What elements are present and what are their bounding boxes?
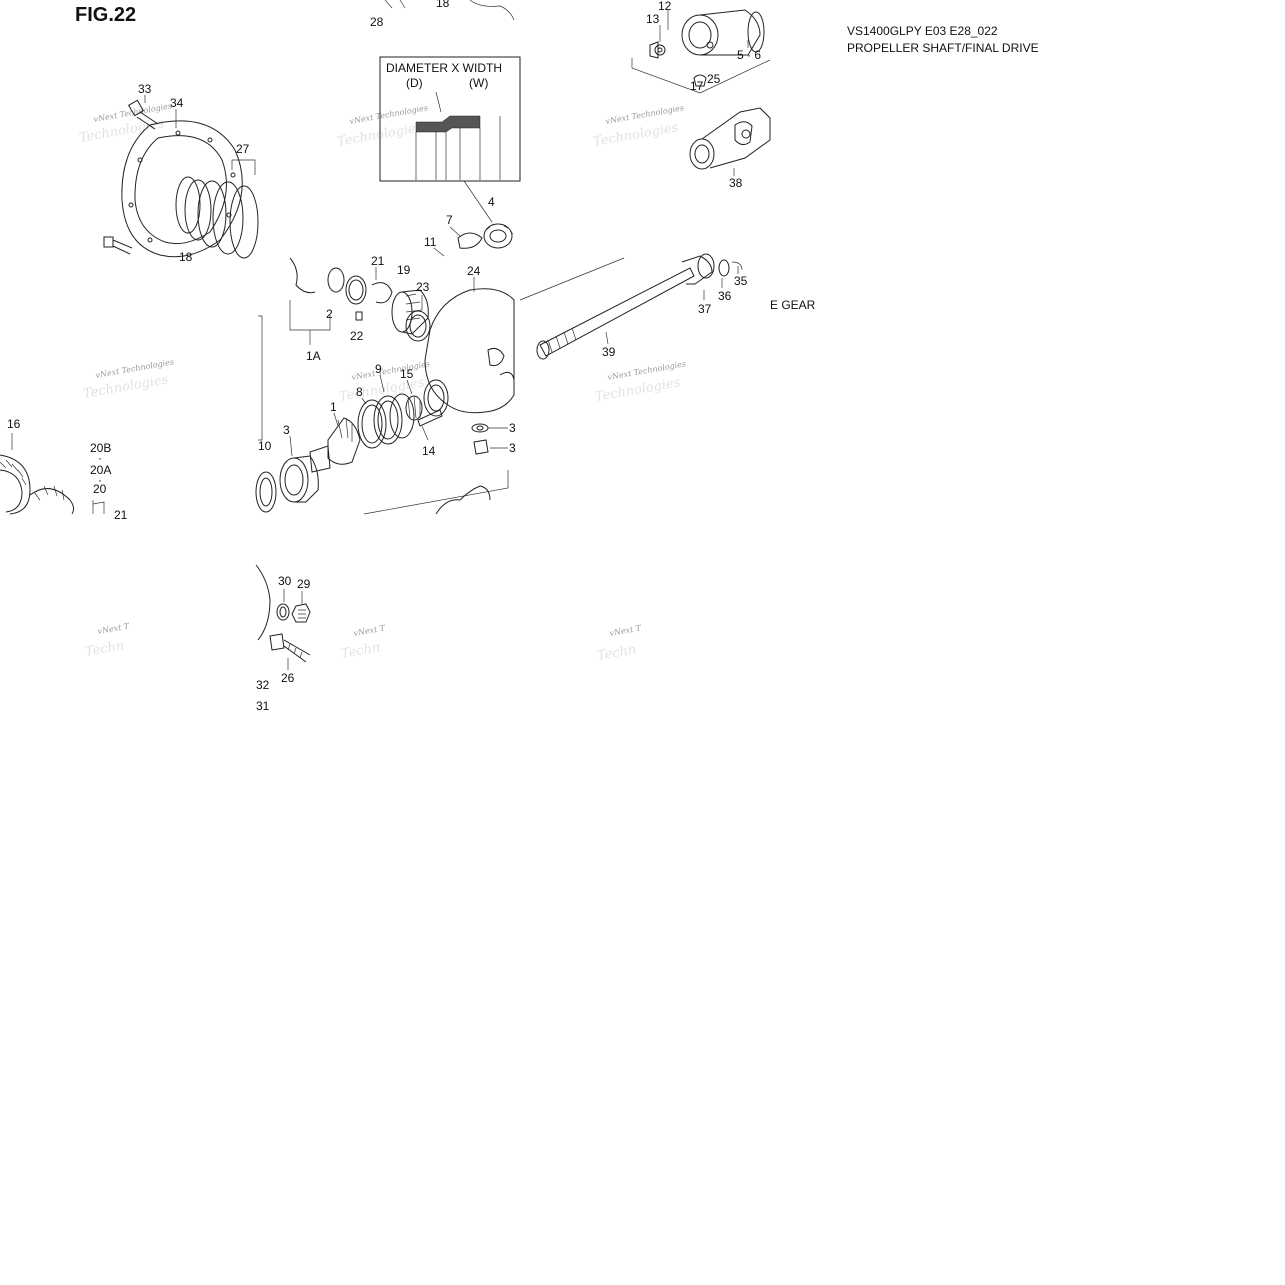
part-label: 20B xyxy=(90,441,111,455)
part-label: 15 xyxy=(400,367,414,381)
part-dot: · xyxy=(98,473,102,487)
figure-title: FIG.22 xyxy=(75,4,136,26)
part-label: 20 xyxy=(93,482,107,496)
part-label: 38 xyxy=(729,176,743,190)
part-label: 5 · 6 xyxy=(737,48,761,62)
housing-24-drawing xyxy=(424,277,515,414)
part-label: 8 xyxy=(356,385,363,399)
tile-inset: 28 18 DIAMETER X WIDTH (D) (W) 4 7 11 xyxy=(370,0,521,257)
part-label: 7 xyxy=(446,213,453,227)
part-label: 18 xyxy=(179,250,193,264)
part-label: 11 xyxy=(424,235,437,249)
tile-universal-joint: 12 13 5 · 6 25 17 38 xyxy=(631,0,771,190)
partial-gear-label: E GEAR xyxy=(770,298,816,312)
boot-17-drawing xyxy=(175,159,259,259)
part-label: 35 xyxy=(734,274,748,288)
tile-ring-gear: 16 20B · 20A · 20 21 xyxy=(0,417,128,522)
part-label: 13 xyxy=(646,12,660,26)
part-label: 3 xyxy=(509,421,516,435)
seal-23-drawing xyxy=(405,310,431,342)
part-label: 34 xyxy=(170,96,184,110)
part-label: 37 xyxy=(698,302,712,316)
bolt-lower-drawing xyxy=(103,236,133,255)
part-label: 16 xyxy=(7,417,21,431)
bolt-22-drawing xyxy=(355,311,363,321)
part-label: 22 xyxy=(350,329,364,343)
gear-16-drawing xyxy=(0,454,31,515)
tile-bearing-case: 33 34 27 xyxy=(103,82,259,259)
part-label: 29 xyxy=(297,577,311,591)
part-label: 21 xyxy=(371,254,385,268)
part-label: 18 xyxy=(436,0,450,10)
housing-edge-drawing xyxy=(255,564,271,641)
watermark-text: vNext T xyxy=(97,621,131,636)
part-label: 1A xyxy=(306,349,321,363)
gear-1a-edge xyxy=(289,257,316,294)
ring-9-drawing xyxy=(389,393,415,439)
part-label: 24 xyxy=(467,264,481,278)
bolt-27-drawing xyxy=(127,95,159,130)
watermark-big: Techn xyxy=(84,638,125,660)
gear-4-drawing xyxy=(483,223,514,249)
washer-30-drawing xyxy=(276,603,290,621)
section-name: PROPELLER SHAFT/FINAL DRIVE xyxy=(847,41,1039,55)
tile-drain-plugs: 30 29 26 32 31 xyxy=(255,564,311,713)
part-label: 21 xyxy=(114,508,128,522)
background-watermarks: Technologies Technologies Technologies T… xyxy=(78,116,682,664)
part-label: 36 xyxy=(718,289,732,303)
part-label: 4 xyxy=(488,195,495,209)
bolt-26-drawing xyxy=(269,633,311,670)
part-label: 17 xyxy=(690,79,704,93)
coupling-drawing xyxy=(631,9,771,94)
watermark-text: vNext T xyxy=(609,623,643,638)
part-dot: · xyxy=(98,451,102,465)
part-label: 12 xyxy=(658,0,672,13)
inset-diameter-label: (D) xyxy=(406,76,423,90)
part-label: 2 xyxy=(326,307,333,321)
part-label: 28 xyxy=(370,15,384,29)
watermark-labels: vNext Technologies vNext Technologies vN… xyxy=(93,101,687,638)
part-label: 1 xyxy=(330,400,337,414)
drive-shaft-39-drawing xyxy=(519,253,743,360)
pinion-1-drawing xyxy=(309,412,361,473)
inset-width-label: (W) xyxy=(469,76,488,90)
stud-14-drawing xyxy=(417,409,443,427)
plug-29-drawing xyxy=(291,591,311,623)
part-label: 10 xyxy=(258,439,272,453)
tile-final-gear-case: 1A 2 21 19 23 22 24 xyxy=(255,253,748,515)
part-label: 39 xyxy=(602,345,616,359)
watermark-text: vNext T xyxy=(353,623,387,638)
part-label: 14 xyxy=(422,444,436,458)
watermark-big: Techn xyxy=(340,640,381,662)
part-label: 26 xyxy=(281,671,295,685)
model-code: VS1400GLPY E03 E28_022 xyxy=(847,24,998,38)
inset-heading: DIAMETER X WIDTH xyxy=(386,61,502,75)
seal-10-drawing xyxy=(255,471,277,513)
part-label: 30 xyxy=(278,574,292,588)
part-label: 20A xyxy=(90,463,111,477)
part-label: 9 xyxy=(375,362,382,376)
part-label: 33 xyxy=(138,82,152,96)
u-joint-38-drawing xyxy=(689,107,771,176)
part-label: 3 xyxy=(283,423,290,437)
part-label: 31 xyxy=(256,699,270,713)
part-label: 23 xyxy=(416,280,430,294)
watermark-big: Techn xyxy=(596,642,637,664)
flange-25-drawing xyxy=(121,109,243,258)
part-label: 3 xyxy=(509,441,516,455)
part-label: 32 xyxy=(256,678,270,692)
dimension-inset-box xyxy=(379,56,521,182)
part-label: 19 xyxy=(397,263,411,277)
bearing-3-drawing xyxy=(279,435,319,503)
part-label: 25 xyxy=(707,72,721,86)
part-label: 27 xyxy=(236,142,250,156)
gasket-7-drawing xyxy=(457,232,483,249)
shim-8-drawing xyxy=(357,399,387,449)
